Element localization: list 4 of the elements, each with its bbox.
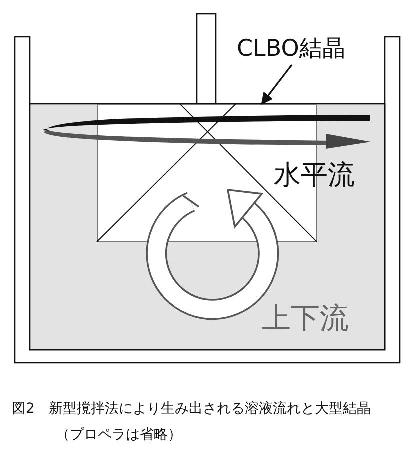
leader-arrow	[261, 64, 293, 105]
flow-label: 上下流	[262, 304, 349, 333]
crystal-label: CLBO結晶	[237, 36, 365, 62]
caption: 図2 新型撹拌法により生み出される溶液流れと大型結晶（プロペラは省略）	[12, 400, 372, 445]
